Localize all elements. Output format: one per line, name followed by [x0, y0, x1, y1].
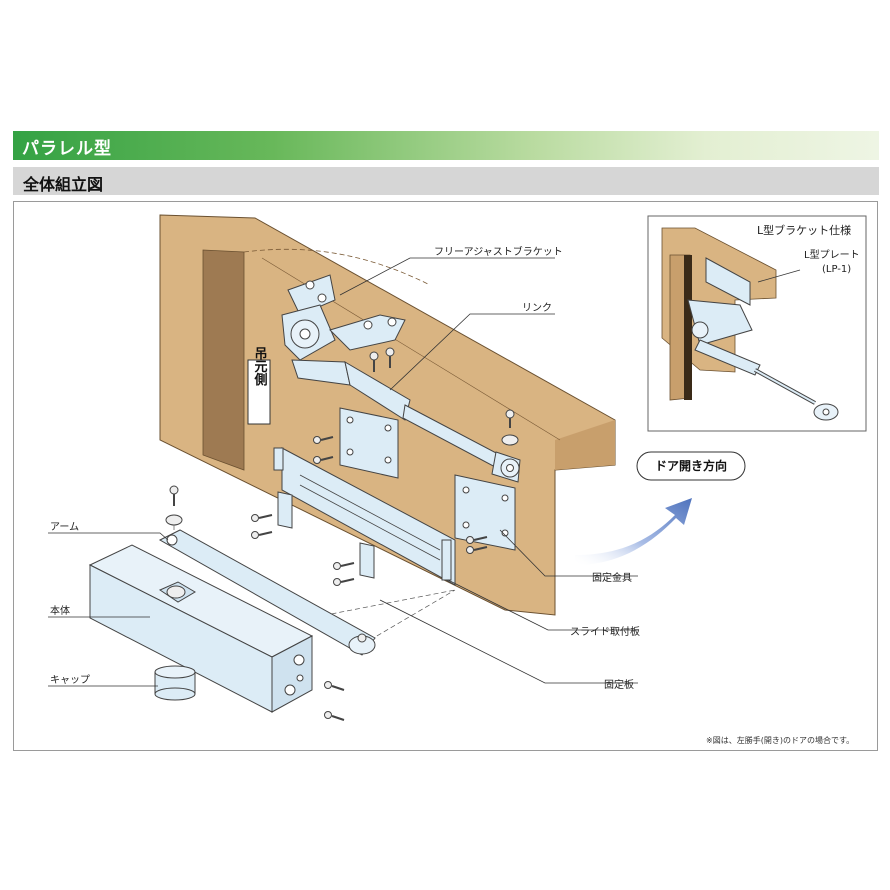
- label-fixing-plate: 固定板: [604, 680, 634, 691]
- cap: [154, 665, 196, 701]
- door-wall: [159, 214, 616, 616]
- section-title: パラレル型: [22, 139, 112, 159]
- inset-box: [647, 215, 867, 432]
- fixing-plate-small: [277, 491, 375, 579]
- bracket-screws: [369, 347, 519, 446]
- label-fixing-bracket: 固定金具: [592, 573, 632, 584]
- label-body: 本体: [50, 606, 70, 617]
- fixing-bracket-right: [454, 474, 516, 551]
- link-rod: [291, 359, 521, 483]
- inset-title: L型ブラケット仕様: [757, 224, 852, 237]
- inset-plate-label: L型プレート: [804, 250, 860, 261]
- diagram-frame: [13, 201, 878, 751]
- label-arm: アーム: [50, 522, 80, 533]
- section-header: パラレル型: [13, 131, 879, 160]
- door-direction-text: ドア開き方向: [654, 459, 727, 473]
- free-adjust-bracket: [281, 274, 406, 361]
- loose-screws: [165, 436, 488, 721]
- hinge-side-text: 吊元側: [252, 347, 269, 387]
- door-direction-badge: [636, 451, 746, 481]
- hinge-side-label: [247, 359, 271, 425]
- slide-mount-plate: [273, 447, 456, 586]
- fixing-bracket-left: [339, 407, 399, 479]
- subsection-header: 全体組立図: [13, 167, 879, 195]
- label-slide-plate: スライド取付板: [570, 627, 640, 638]
- label-free-adjust-bracket: フリーアジャストブラケット: [434, 247, 563, 258]
- subsection-title: 全体組立図: [23, 175, 104, 194]
- arm: [158, 529, 376, 656]
- closer-body: [88, 544, 314, 713]
- label-cap: キャップ: [50, 675, 90, 686]
- label-link: リンク: [522, 303, 552, 314]
- note-text: ※図は、左勝手(開き)のドアの場合です。: [706, 736, 855, 745]
- inset-model-label: (LP-1): [822, 264, 852, 275]
- door-direction-arrow: [575, 498, 692, 565]
- leader-lines: [48, 257, 638, 687]
